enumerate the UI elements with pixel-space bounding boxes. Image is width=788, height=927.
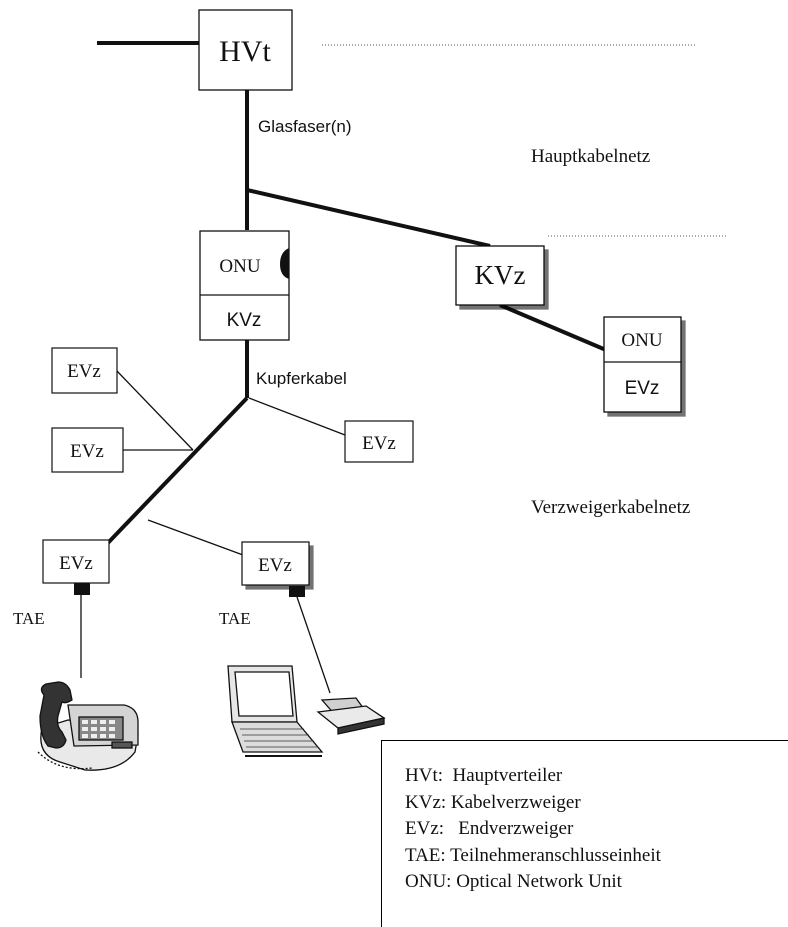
onu-right-label: ONU [621,330,662,351]
legend-text: Kabelverzweiger [450,791,581,813]
laptop-computer-icon [227,665,386,757]
evz-bottom-right-label: EVz [258,555,292,576]
legend-text: Teilnehmeranschlusseinheit [450,844,661,866]
tae-socket-left [74,583,90,595]
legend-row-evz: EVz: Endverzweiger [405,816,788,843]
legend-abbr: HVt: [405,765,443,786]
evz-mid-right-node: EVz [344,420,414,463]
thin-cable-lines [80,369,346,694]
kvz-right-label: KVz [475,260,526,290]
legend-row-tae: TAE: Teilnehmeranschlusseinheit [405,843,788,870]
evz-bottom-left-node: EVz [42,539,110,595]
legend-panel: HVt: Hauptverteiler KVz: Kabelverzweiger… [381,740,788,927]
evz-bottom-left-label: EVz [59,553,93,574]
onu-kvz-main-node: ONU KVz [199,230,290,341]
legend-abbr: TAE: [405,844,446,866]
legend-abbr: EVz: [405,818,445,839]
evz-bottom-right-node: EVz [241,541,310,597]
legend-abbr: ONU: [405,871,452,892]
tae-left-label: TAE [13,609,45,628]
evz-right-label: EVz [625,378,660,399]
tae-right-label: TAE [219,609,251,628]
kvz-main-label: KVz [227,310,262,331]
evz-left-mid-node: EVz [51,427,124,473]
evz-left-top-node: EVz [51,347,118,394]
onu-evz-right-node: ONU EVz [603,316,682,413]
thick-cable-lines [97,41,607,548]
connector-port-icon [280,248,289,279]
legend-text: Hauptverteiler [452,765,563,786]
evz-mid-right-label: EVz [362,433,396,454]
verzweigerkabelnetz-label: Verzweigerkabelnetz [531,497,690,518]
legend-text: Optical Network Unit [456,871,622,892]
legend-abbr: KVz: [405,791,447,813]
legend-text: Endverzweiger [458,818,574,839]
hvt-node: HVt [198,9,293,91]
evz-left-mid-label: EVz [70,441,104,462]
legend-row-hvt: HVt: Hauptverteiler [405,763,788,790]
glasfaser-label: Glasfaser(n) [258,117,352,136]
hauptkabelnetz-label: Hauptkabelnetz [531,146,650,167]
legend-row-kvz: KVz: Kabelverzweiger [405,790,788,817]
hvt-label: HVt [219,35,271,68]
kupferkabel-label: Kupferkabel [256,369,347,388]
tae-socket-right [289,586,305,597]
legend-row-onu: ONU: Optical Network Unit [405,869,788,896]
evz-left-top-label: EVz [67,361,101,382]
kvz-right-node: KVz [455,245,545,306]
telephone-icon [37,681,139,771]
onu-main-label: ONU [219,256,260,277]
